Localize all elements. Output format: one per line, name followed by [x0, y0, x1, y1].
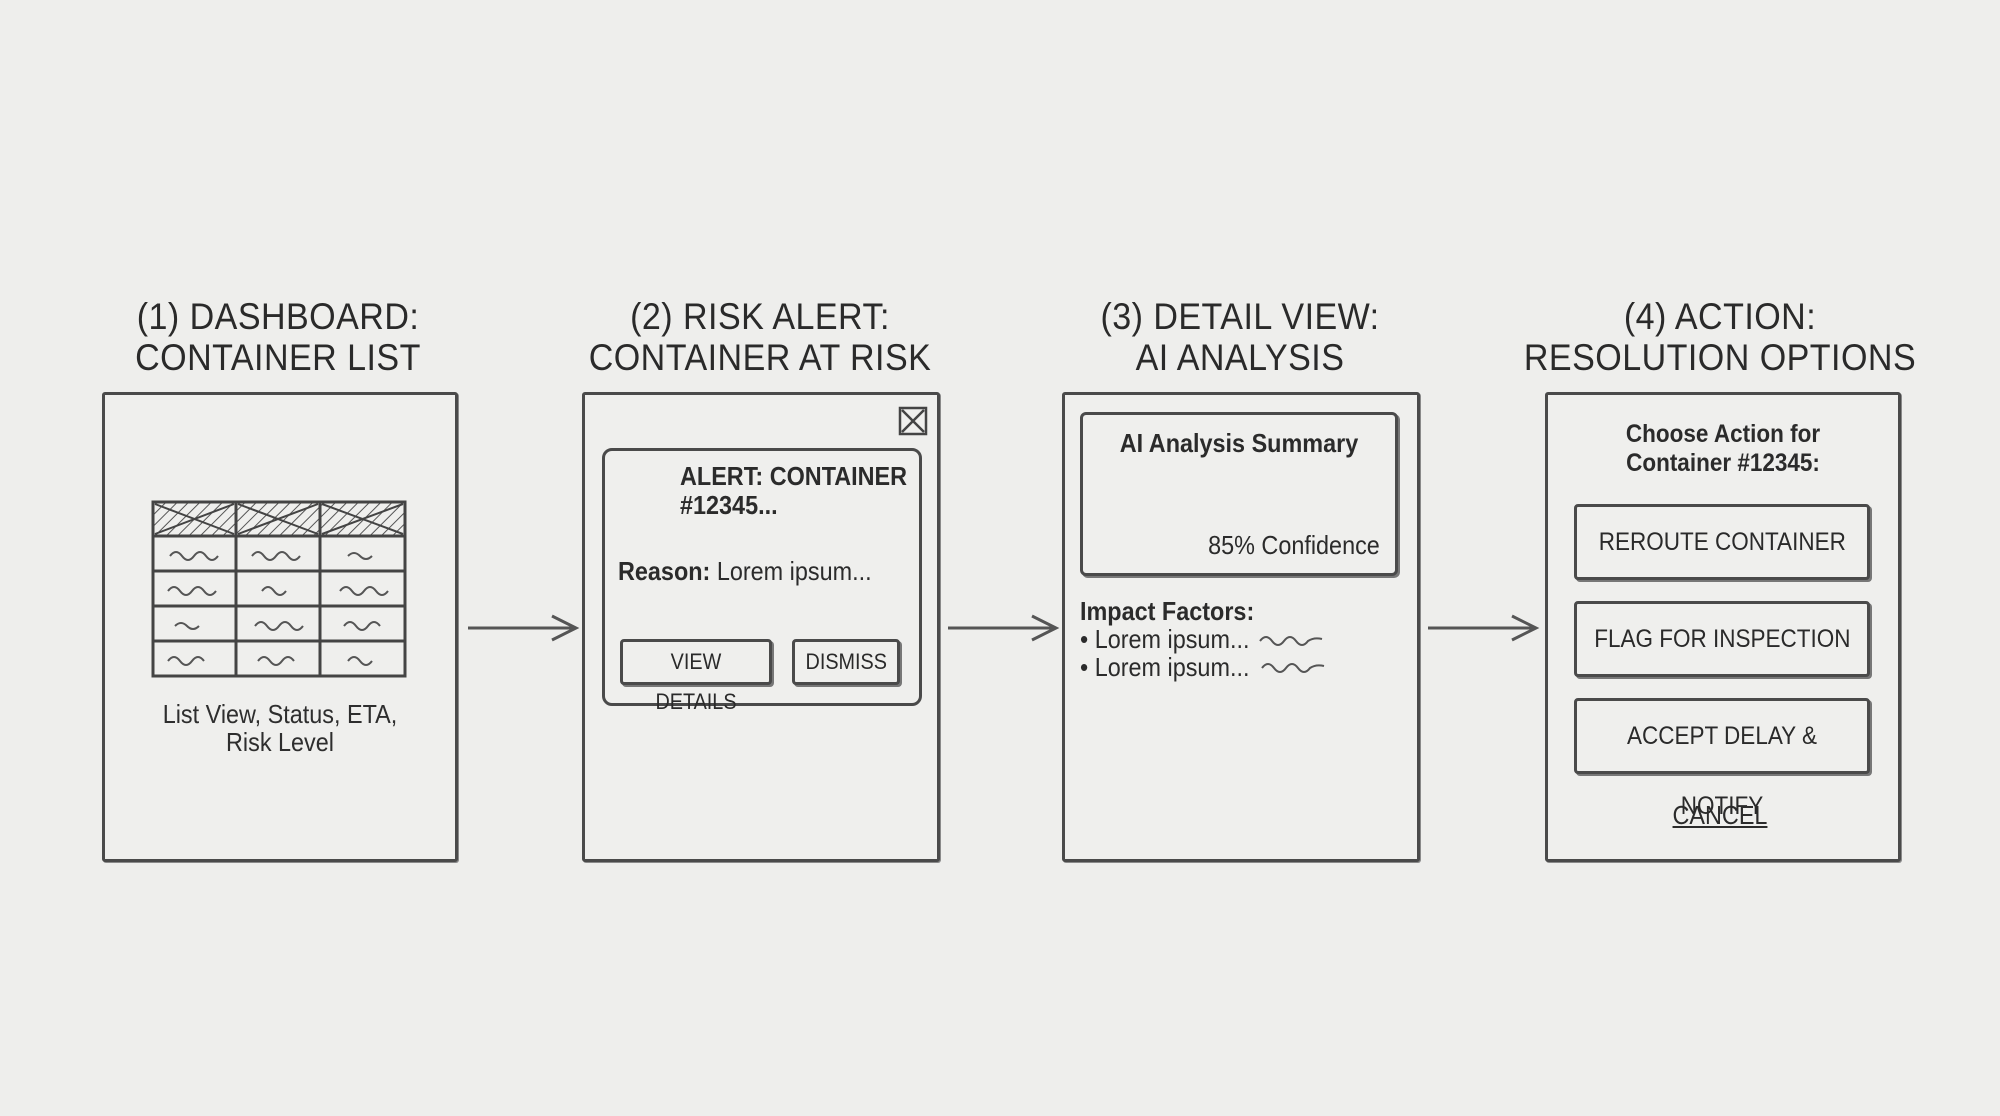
ai-summary-box	[1080, 412, 1398, 576]
impact-factor-item: • Lorem ipsum...	[1080, 652, 1250, 682]
alert-reason: Reason: Lorem ipsum...	[618, 556, 872, 587]
flow-arrow-3-icon	[1428, 614, 1540, 642]
step-2-title-line1: (2) RISK ALERT:	[630, 296, 890, 337]
reroute-container-label: REROUTE CONTAINER	[1598, 528, 1846, 556]
step-2-title: (2) RISK ALERT: CONTAINER AT RISK	[558, 296, 963, 378]
confidence-label: 85% Confidence	[1208, 530, 1380, 560]
reason-label: Reason:	[618, 556, 711, 586]
dashboard-caption: List View, Status, ETA, Risk Level	[145, 700, 415, 756]
dashboard-caption-line1: List View, Status, ETA,	[162, 699, 398, 729]
step-1-title-line1: (1) DASHBOARD:	[136, 296, 420, 337]
ai-summary-title: AI Analysis Summary	[1119, 428, 1359, 458]
choose-action-line2: Container #12345:	[1626, 449, 1820, 477]
choose-action-line1: Choose Action for	[1625, 420, 1821, 448]
view-details-button[interactable]: VIEW DETAILS	[620, 639, 772, 714]
step-4-title-line1: (4) ACTION:	[1623, 296, 1817, 337]
step-1-title-line2: CONTAINER LIST	[135, 337, 421, 378]
table-cell-squiggles	[167, 551, 389, 666]
view-details-label: VIEW DETAILS	[655, 649, 737, 714]
accept-delay-notify-button[interactable]: ACCEPT DELAY & NOTIFY	[1574, 698, 1870, 820]
flow-arrow-2-icon	[948, 614, 1060, 642]
dismiss-button[interactable]: DISMISS	[792, 639, 900, 685]
flow-arrow-1-icon	[468, 614, 580, 642]
reroute-container-button[interactable]: REROUTE CONTAINER	[1574, 504, 1870, 580]
step-3-title-line2: AI ANALYSIS	[1135, 337, 1345, 378]
dashboard-caption-line2: Risk Level	[226, 727, 334, 757]
impact-factors-title: Impact Factors:	[1080, 596, 1255, 626]
accept-delay-notify-label: ACCEPT DELAY & NOTIFY	[1626, 722, 1818, 820]
impact-factor-item: • Lorem ipsum...	[1080, 624, 1250, 654]
dismiss-label: DISMISS	[805, 649, 887, 674]
step-4-title: (4) ACTION: RESOLUTION OPTIONS	[1518, 296, 1923, 378]
container-table-sketch	[151, 500, 407, 678]
dashboard-frame	[102, 392, 458, 862]
alert-title: ALERT: CONTAINER #12345...	[680, 462, 907, 520]
alert-title-line1: ALERT: CONTAINER	[680, 461, 908, 491]
flag-for-inspection-button[interactable]: FLAG FOR INSPECTION	[1574, 601, 1870, 677]
step-4-title-line2: RESOLUTION OPTIONS	[1523, 337, 1917, 378]
step-1-title: (1) DASHBOARD: CONTAINER LIST	[76, 296, 481, 378]
flag-for-inspection-label: FLAG FOR INSPECTION	[1593, 625, 1851, 653]
cancel-link[interactable]: CANCEL	[1672, 800, 1768, 830]
choose-action-prompt: Choose Action for Container #12345:	[1576, 420, 1869, 478]
close-x-box-icon[interactable]	[898, 406, 928, 436]
impact-factor-squiggles	[1259, 636, 1325, 673]
step-2-title-line2: CONTAINER AT RISK	[588, 337, 932, 378]
reason-text: Lorem ipsum...	[716, 556, 872, 586]
alert-title-line2: #12345...	[680, 490, 778, 520]
step-3-title-line1: (3) DETAIL VIEW:	[1100, 296, 1380, 337]
step-3-title: (3) DETAIL VIEW: AI ANALYSIS	[1038, 296, 1443, 378]
